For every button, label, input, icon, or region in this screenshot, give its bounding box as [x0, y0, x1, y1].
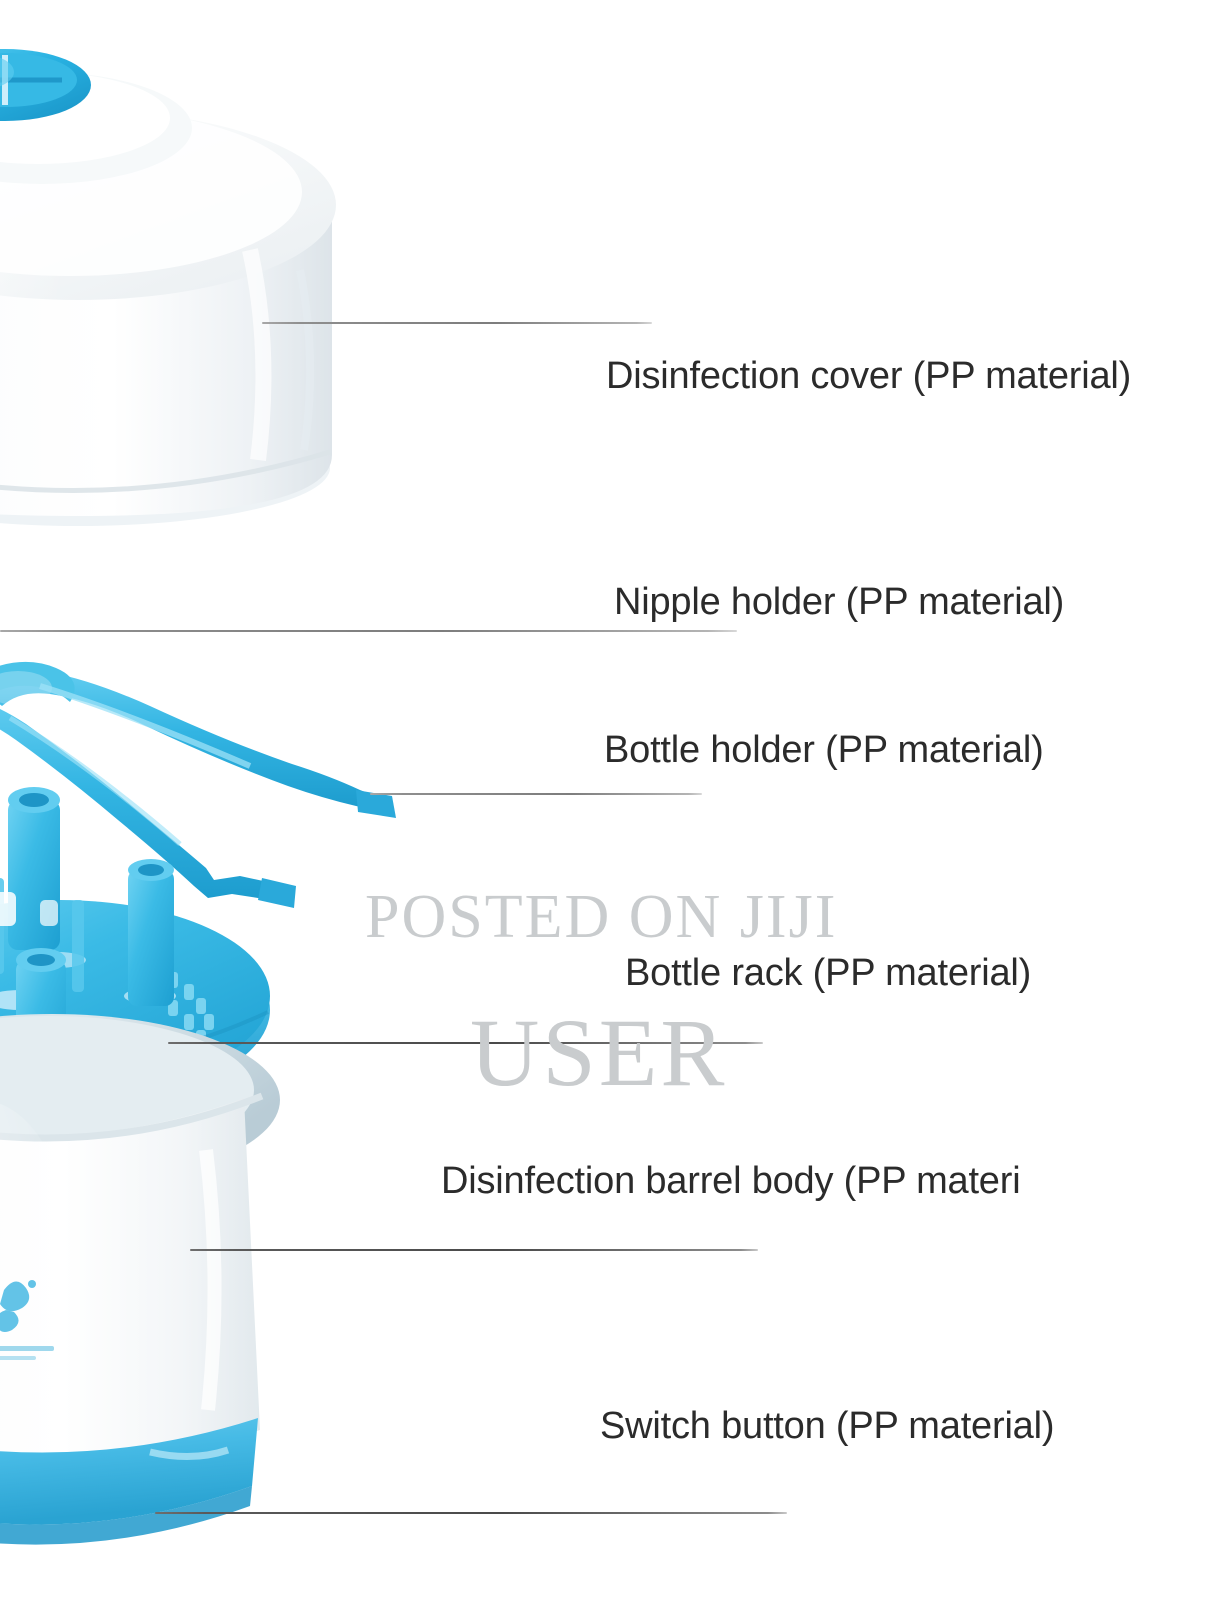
product-photo: [0, 0, 420, 1600]
part-switch-base: [0, 1418, 258, 1545]
callout-label-barrel-body: Disinfection barrel body (PP materi: [441, 1160, 1021, 1202]
brand-logo: [0, 1280, 54, 1360]
callout-label-bottle-rack: Bottle rack (PP material): [625, 952, 1032, 994]
leader-line-nipple-holder: [0, 630, 737, 632]
callout-label-nipple-holder: Nipple holder (PP material): [614, 581, 1065, 623]
leader-line-barrel-body: [190, 1249, 758, 1251]
part-disinfection-cover: [0, 49, 336, 526]
leader-line-bottle-holder: [370, 793, 702, 795]
leader-line-disinfection-cover: [262, 322, 652, 324]
callout-label-bottle-holder: Bottle holder (PP material): [604, 729, 1044, 771]
part-barrel-body: [0, 1014, 280, 1462]
part-bottle-holder: [0, 661, 396, 908]
callout-label-disinfection-cover: Disinfection cover (PP material): [606, 355, 1132, 397]
watermark-line-2: USER: [470, 999, 728, 1106]
cover-vent-handle: [0, 49, 91, 121]
callout-label-switch-button: Switch button (PP material): [600, 1405, 1055, 1447]
rack-post: [128, 859, 174, 1006]
watermark-line-1: POSTED ON JIJI: [365, 883, 838, 951]
leader-line-bottle-rack: [168, 1042, 763, 1044]
leader-line-switch-button: [155, 1512, 787, 1514]
